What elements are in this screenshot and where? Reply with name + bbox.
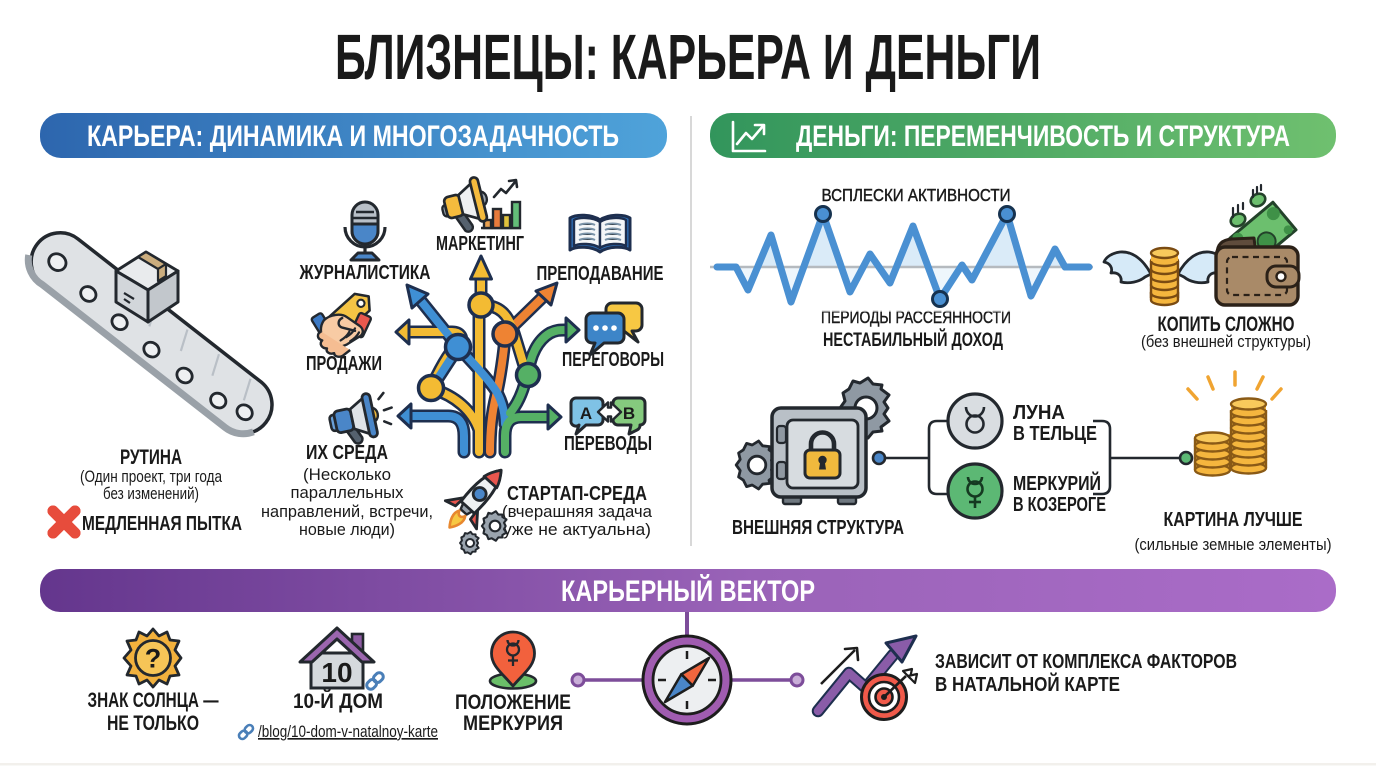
svg-text:(без внешней структуры): (без внешней структуры): [1141, 333, 1311, 351]
svg-text:ЗАВИСИТ ОТ КОМПЛЕКСА ФАКТОРОВ: ЗАВИСИТ ОТ КОМПЛЕКСА ФАКТОРОВ: [935, 651, 1237, 673]
svg-text:КАРТИНА ЛУЧШЕ: КАРТИНА ЛУЧШЕ: [1164, 508, 1303, 531]
svg-text:ВСПЛЕСКИ АКТИВНОСТИ: ВСПЛЕСКИ АКТИВНОСТИ: [822, 185, 1011, 205]
svg-text:НЕ ТОЛЬКО: НЕ ТОЛЬКО: [107, 712, 199, 735]
svg-text:ИХ СРЕДА: ИХ СРЕДА: [306, 442, 388, 464]
svg-text:МАРКЕТИНГ: МАРКЕТИНГ: [436, 233, 524, 255]
svg-text:новые люди): новые люди): [299, 520, 395, 539]
svg-text:(Несколько: (Несколько: [303, 465, 391, 484]
svg-text:КАРЬЕРНЫЙ ВЕКТОР: КАРЬЕРНЫЙ ВЕКТОР: [561, 574, 815, 608]
svg-text:(Один проект, три года: (Один проект, три года: [80, 467, 222, 486]
svg-text:В ТЕЛЬЦЕ: В ТЕЛЬЦЕ: [1013, 423, 1097, 445]
svg-text:(вчерашняя задача: (вчерашняя задача: [502, 502, 653, 521]
svg-text:МЕДЛЕННАЯ ПЫТКА: МЕДЛЕННАЯ ПЫТКА: [82, 513, 242, 535]
svg-text:ПРОДАЖИ: ПРОДАЖИ: [306, 353, 382, 375]
svg-text:ЗНАК СОЛНЦА —: ЗНАК СОЛНЦА —: [88, 689, 219, 712]
svg-text:ПРЕПОДАВАНИЕ: ПРЕПОДАВАНИЕ: [537, 263, 664, 285]
svg-text:ЖУРНАЛИСТИКА: ЖУРНАЛИСТИКА: [299, 262, 431, 284]
svg-text:(сильные земные элементы): (сильные земные элементы): [1135, 536, 1332, 554]
svg-text:КАРЬЕРА: ДИНАМИКА И МНОГОЗАДАЧ: КАРЬЕРА: ДИНАМИКА И МНОГОЗАДАЧНОСТЬ: [87, 120, 619, 153]
svg-text:?: ?: [145, 644, 162, 674]
svg-text:ПЕРЕГОВОРЫ: ПЕРЕГОВОРЫ: [562, 349, 664, 371]
svg-text:уже не актуальна): уже не актуальна): [503, 520, 651, 539]
svg-text:A: A: [580, 404, 592, 423]
svg-text:БЛИЗНЕЦЫ: КАРЬЕРА И ДЕНЬГИ: БЛИЗНЕЦЫ: КАРЬЕРА И ДЕНЬГИ: [335, 21, 1041, 93]
svg-text:параллельных: параллельных: [291, 483, 404, 502]
svg-text:без изменений): без изменений): [103, 484, 199, 503]
svg-text:В КОЗЕРОГЕ: В КОЗЕРОГЕ: [1013, 494, 1106, 516]
svg-text:B: B: [623, 404, 635, 423]
svg-text:ЛУНА: ЛУНА: [1013, 402, 1065, 424]
svg-text:В НАТАЛЬНОЙ КАРТЕ: В НАТАЛЬНОЙ КАРТЕ: [935, 672, 1120, 696]
svg-text:10: 10: [321, 657, 352, 688]
svg-text:10-Й ДОМ: 10-Й ДОМ: [293, 689, 383, 713]
svg-text:МЕРКУРИЯ: МЕРКУРИЯ: [463, 712, 563, 735]
svg-text:НЕСТАБИЛЬНЫЙ ДОХОД: НЕСТАБИЛЬНЫЙ ДОХОД: [823, 329, 1003, 351]
svg-text:ПЕРЕВОДЫ: ПЕРЕВОДЫ: [564, 433, 652, 455]
svg-text:СТАРТАП-СРЕДА: СТАРТАП-СРЕДА: [507, 483, 647, 505]
svg-text:ПОЛОЖЕНИЕ: ПОЛОЖЕНИЕ: [455, 691, 571, 714]
svg-text:ДЕНЬГИ: ПЕРЕМЕНЧИВОСТЬ И СТРУК: ДЕНЬГИ: ПЕРЕМЕНЧИВОСТЬ И СТРУКТУРА: [796, 120, 1290, 153]
svg-text:МЕРКУРИЙ: МЕРКУРИЙ: [1013, 471, 1101, 495]
svg-text:КОПИТЬ СЛОЖНО: КОПИТЬ СЛОЖНО: [1158, 313, 1295, 336]
svg-text:направлений, встречи,: направлений, встречи,: [261, 502, 433, 521]
svg-text:РУТИНА: РУТИНА: [120, 446, 182, 469]
svg-text:ВНЕШНЯЯ СТРУКТУРА: ВНЕШНЯЯ СТРУКТУРА: [732, 516, 904, 539]
svg-text:/blog/10-dom-v-natalnoy-karte: /blog/10-dom-v-natalnoy-karte: [258, 723, 438, 741]
